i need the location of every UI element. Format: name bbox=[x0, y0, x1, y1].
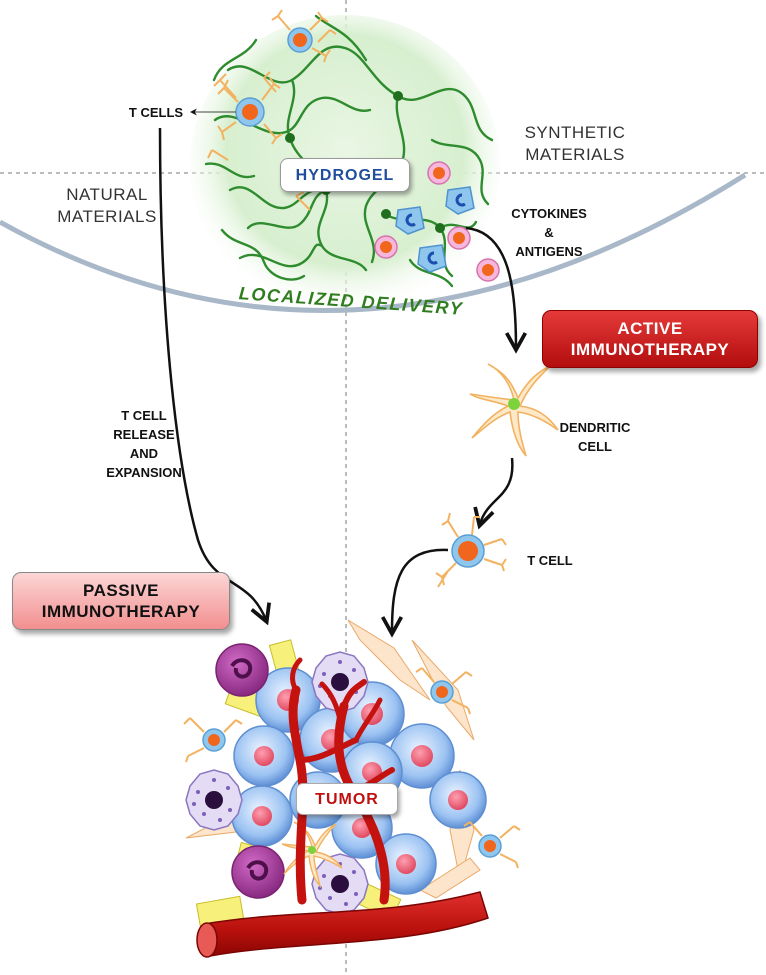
mast-cells bbox=[185, 651, 369, 915]
cytokines-antigens-label: CYTOKINES & ANTIGENS bbox=[511, 206, 587, 259]
antigen-cells bbox=[374, 161, 500, 282]
blood-vessels bbox=[288, 657, 395, 905]
t-cell-gel-1 bbox=[271, 9, 331, 63]
vessel-opening bbox=[196, 922, 218, 958]
arrow-dendritic bbox=[480, 457, 514, 524]
t-cell-gel-2 bbox=[217, 77, 283, 145]
t-cell-label: T CELL bbox=[527, 553, 573, 568]
tumor-mass bbox=[183, 619, 521, 958]
arrow-to-tumor bbox=[392, 548, 449, 632]
active-immunotherapy-box: ACTIVE IMMUNOTHERAPY bbox=[542, 310, 758, 368]
t-cell-release-label: T CELL RELEASE AND EXPANSION bbox=[106, 408, 182, 480]
dendritic-cell bbox=[469, 363, 559, 457]
granulocytes bbox=[215, 643, 285, 899]
crosslink-nodes bbox=[285, 91, 445, 233]
arrow-cytokines bbox=[465, 226, 516, 348]
tumor-dendritic-cell bbox=[281, 821, 343, 889]
tissue-boundary-arc bbox=[0, 172, 747, 313]
main-blood-vessel bbox=[203, 891, 489, 957]
hydrogel-label: HYDROGEL bbox=[280, 158, 410, 192]
t-cells-label: T CELLS bbox=[128, 105, 184, 120]
natural-materials-label: NATURAL MATERIALS bbox=[57, 185, 157, 226]
passive-immunotherapy-box: PASSIVE IMMUNOTHERAPY bbox=[12, 572, 230, 630]
tumor-t-cells bbox=[183, 667, 521, 869]
t-cell-activated bbox=[435, 512, 507, 588]
dendritic-cell-label: DENDRITIC CELL bbox=[559, 420, 631, 454]
antenna-receptors bbox=[207, 29, 337, 211]
cytokine-cells bbox=[395, 186, 475, 273]
tumor-label: TUMOR bbox=[296, 783, 398, 815]
arrow-release bbox=[158, 127, 266, 620]
synthetic-materials-label: SYNTHETIC MATERIALS bbox=[524, 123, 626, 164]
